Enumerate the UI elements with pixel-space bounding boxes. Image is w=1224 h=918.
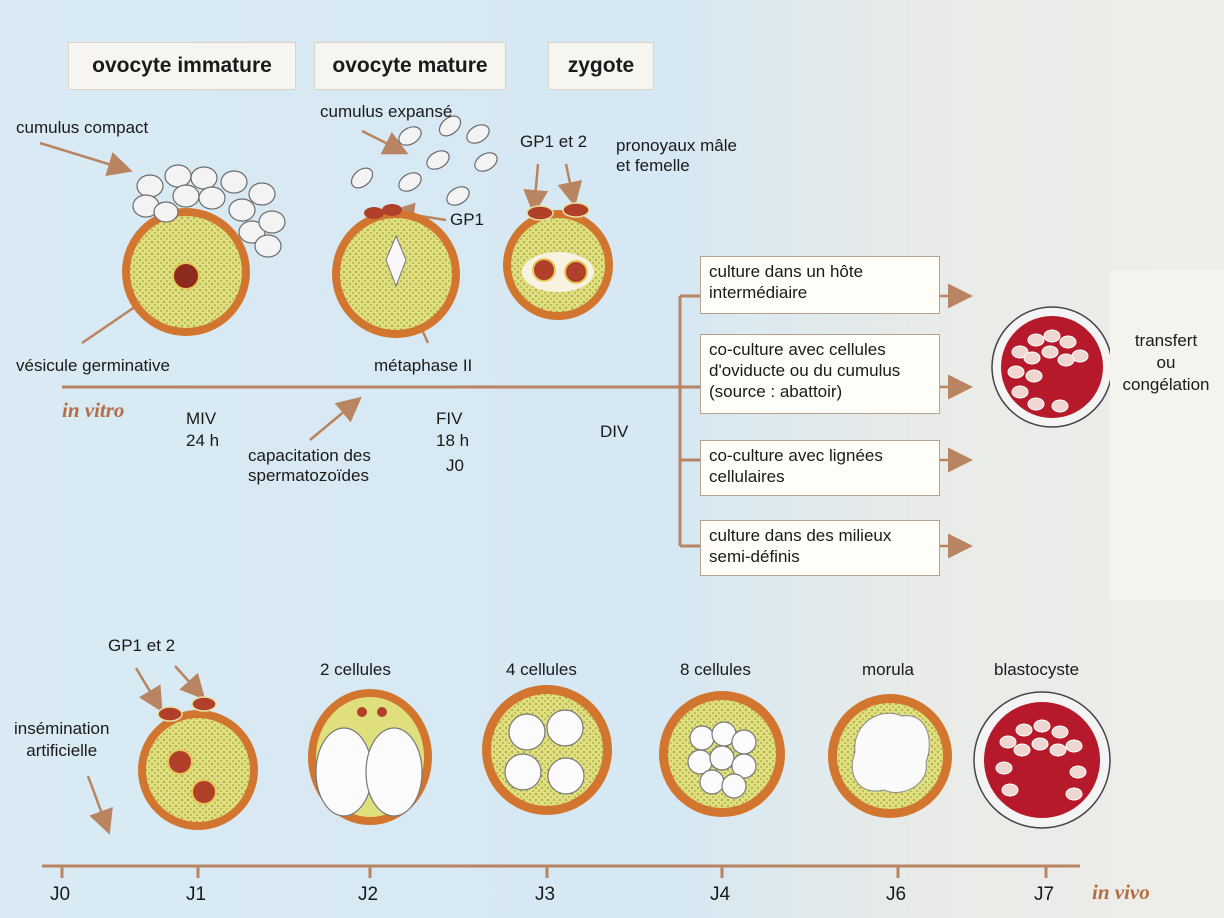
stage-label-8-cells: 8 cellules <box>680 660 751 680</box>
arrow-gp1-zygote-1 <box>534 164 538 210</box>
blastocyst-transfer <box>992 307 1112 427</box>
culture-box-milieux: culture dans des milieux semi-définis <box>700 520 940 576</box>
label-capacitation: capacitation des spermatozoïdes <box>248 446 371 486</box>
label-vesicule: vésicule germinative <box>16 356 170 376</box>
tick-j0: J0 <box>50 884 70 906</box>
arrow-gp1-zygote-2 <box>566 164 574 202</box>
transfert-panel <box>1110 270 1224 600</box>
culture-arrows <box>940 296 968 546</box>
tick-j7: J7 <box>1034 884 1054 906</box>
label-metaphase: métaphase II <box>374 356 472 376</box>
embryo-2-cells <box>308 689 432 825</box>
stage-label-blastocyste: blastocyste <box>994 660 1079 680</box>
arrow-gp1-bottom-2 <box>175 666 202 696</box>
stage-label-2-cells: 2 cellules <box>320 660 391 680</box>
arrow-capacitation <box>310 400 358 440</box>
label-transfert: transfert ou congélation <box>1114 330 1218 396</box>
div-label: DIV <box>600 422 628 442</box>
in-vitro-label: in vitro <box>62 398 124 423</box>
j0-vitro-label: J0 <box>446 456 464 476</box>
tick-j3: J3 <box>535 884 555 906</box>
embryo-8-cells <box>659 691 785 817</box>
header-mature: ovocyte mature <box>314 42 506 90</box>
in-vivo-tick-marks <box>62 866 1046 878</box>
zygote-cell <box>503 203 613 320</box>
culture-box-oviducte: co-culture avec cellules d'oviducte ou d… <box>700 334 940 414</box>
arrow-cumulus-expanse <box>362 131 404 152</box>
embryo-morula <box>828 694 952 818</box>
tick-j2: J2 <box>358 884 378 906</box>
stage-label-morula: morula <box>862 660 914 680</box>
miv-label: MIV 24 h <box>186 408 219 452</box>
header-zygote: zygote <box>548 42 654 90</box>
label-gp1-2-bottom: GP1 et 2 <box>108 636 175 656</box>
tick-j1: J1 <box>186 884 206 906</box>
embryo-4-cells <box>482 685 612 815</box>
arrow-insemination <box>88 776 108 830</box>
label-cumulus-expanse: cumulus expansé <box>320 102 452 122</box>
label-insemination: insémination artificielle <box>14 718 109 762</box>
oocyte-immature <box>122 165 285 336</box>
culture-box-host: culture dans un hôte intermédiaire <box>700 256 940 314</box>
label-gp1-2-zygote: GP1 et 2 <box>520 132 587 152</box>
tick-j4: J4 <box>710 884 730 906</box>
arrow-gp1-bottom-1 <box>136 668 160 708</box>
in-vivo-label: in vivo <box>1092 880 1150 905</box>
header-immature: ovocyte immature <box>68 42 296 90</box>
label-pronoyaux: pronoyaux mâle et femelle <box>616 136 737 176</box>
culture-branches <box>680 296 700 546</box>
embryo-blastocyst <box>974 692 1110 828</box>
embryo-j1 <box>138 697 258 830</box>
culture-box-lignees: co-culture avec lignées cellulaires <box>700 440 940 496</box>
label-gp1: GP1 <box>450 210 484 230</box>
arrow-cumulus-compact <box>40 143 128 170</box>
tick-j6: J6 <box>886 884 906 906</box>
stage-label-4-cells: 4 cellules <box>506 660 577 680</box>
fiv-label: FIV 18 h <box>436 408 469 452</box>
label-cumulus-compact: cumulus compact <box>16 118 148 138</box>
